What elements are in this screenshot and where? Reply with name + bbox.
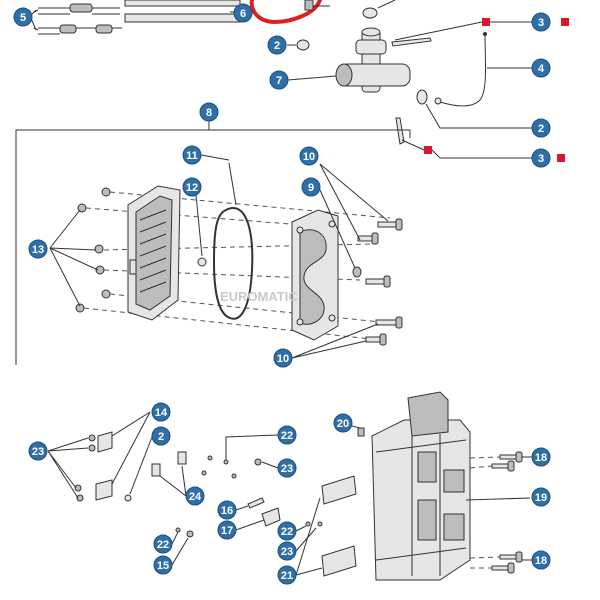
watermark-text: EUROMATIC: [220, 289, 298, 304]
t-fitting-part: [335, 27, 411, 93]
callout-18: 18: [531, 550, 551, 570]
svg-text:5: 5: [20, 12, 26, 24]
svg-text:21: 21: [281, 570, 293, 582]
svg-text:22: 22: [281, 430, 293, 442]
screw-part: [304, 0, 330, 11]
svg-text:14: 14: [155, 407, 168, 419]
callout-16a: 16: [217, 500, 237, 520]
callout-3b: 3: [531, 148, 551, 168]
screw-set-part: [352, 218, 403, 346]
callout-20: 20: [333, 413, 353, 433]
callout-23b: 23: [277, 458, 297, 478]
callout-3a: 3: [531, 12, 551, 32]
svg-text:17: 17: [221, 525, 233, 537]
svg-text:3: 3: [538, 153, 544, 165]
svg-text:19: 19: [535, 492, 547, 504]
mounting-bracket-part: [74, 431, 132, 502]
svg-text:2: 2: [538, 123, 544, 135]
washer-part: [362, 7, 378, 19]
fuse-holder-part: [261, 507, 281, 527]
probe-pin-part: [391, 37, 432, 47]
svg-text:18: 18: [535, 555, 547, 567]
callout-19: 19: [531, 487, 551, 507]
spring-clip-part: [247, 497, 265, 509]
nut-group-part: [75, 187, 111, 313]
svg-text:22: 22: [281, 526, 293, 538]
callout-6: 6: [233, 3, 253, 23]
sensor-wire-part: [439, 34, 487, 107]
callout-2b: 2: [531, 118, 551, 138]
boiler-housing-part: [371, 391, 471, 581]
svg-text:22: 22: [157, 539, 169, 551]
svg-text:23: 23: [32, 446, 44, 458]
callout-2c: 2: [151, 426, 171, 446]
svg-text:23: 23: [281, 546, 293, 558]
svg-text:23: 23: [281, 463, 293, 475]
svg-text:24: 24: [189, 491, 202, 503]
callout-23c: 23: [277, 541, 297, 561]
svg-text:15: 15: [157, 560, 169, 572]
cable-bundle-part: [29, 3, 122, 35]
svg-text:12: 12: [186, 182, 198, 194]
callout-10a: 10: [299, 146, 319, 166]
callout-9: 9: [301, 177, 321, 197]
callout-17: 17: [217, 520, 237, 540]
svg-text:3: 3: [538, 17, 544, 29]
svg-text:2: 2: [274, 40, 280, 52]
svg-text:7: 7: [276, 75, 282, 87]
callout-2a: 2: [267, 35, 287, 55]
heating-strip-part: [124, 0, 244, 23]
callout-22a: 22: [277, 425, 297, 445]
svg-text:8: 8: [206, 107, 212, 119]
heating-element-plate-part: [127, 185, 181, 321]
callout-15: 15: [153, 555, 173, 575]
terminal-contact-part: [151, 451, 213, 477]
side-screws-part: [491, 451, 523, 574]
svg-text:10: 10: [277, 353, 289, 365]
boiler-body-part: [291, 209, 339, 341]
callout-13: 13: [28, 239, 48, 259]
svg-text:4: 4: [538, 63, 545, 75]
svg-text:6: 6: [240, 8, 246, 20]
callout-12: 12: [182, 177, 202, 197]
callout-14: 14: [151, 402, 171, 422]
callout-10b: 10: [273, 348, 293, 368]
svg-text:16: 16: [221, 505, 233, 517]
cover-plate-upper-part: [321, 475, 357, 505]
svg-text:13: 13: [32, 244, 44, 256]
svg-text:11: 11: [186, 150, 198, 162]
cover-plate-lower-part: [321, 545, 357, 577]
callout-23a: 23: [28, 441, 48, 461]
callout-4: 4: [531, 58, 551, 78]
svg-text:2: 2: [158, 431, 164, 443]
screw-20-part: [357, 427, 365, 437]
small-o-ring-part: [197, 257, 207, 267]
gasket-part: [416, 89, 428, 105]
o-ring-part: [296, 39, 310, 51]
callout-5: 5: [13, 7, 33, 27]
boiler-gasket-part: [212, 207, 254, 320]
callout-8: 8: [199, 102, 219, 122]
callout-21: 21: [277, 565, 297, 585]
clip-part: [395, 117, 405, 145]
callout-7: 7: [269, 70, 289, 90]
svg-text:18: 18: [535, 452, 547, 464]
svg-text:20: 20: [337, 418, 349, 430]
callout-22c: 22: [153, 534, 173, 554]
callout-11: 11: [182, 145, 202, 165]
callout-16b: 18: [531, 447, 551, 467]
callout-22b: 22: [277, 521, 297, 541]
svg-text:9: 9: [308, 182, 314, 194]
svg-text:10: 10: [303, 151, 315, 163]
callout-24: 24: [185, 486, 205, 506]
